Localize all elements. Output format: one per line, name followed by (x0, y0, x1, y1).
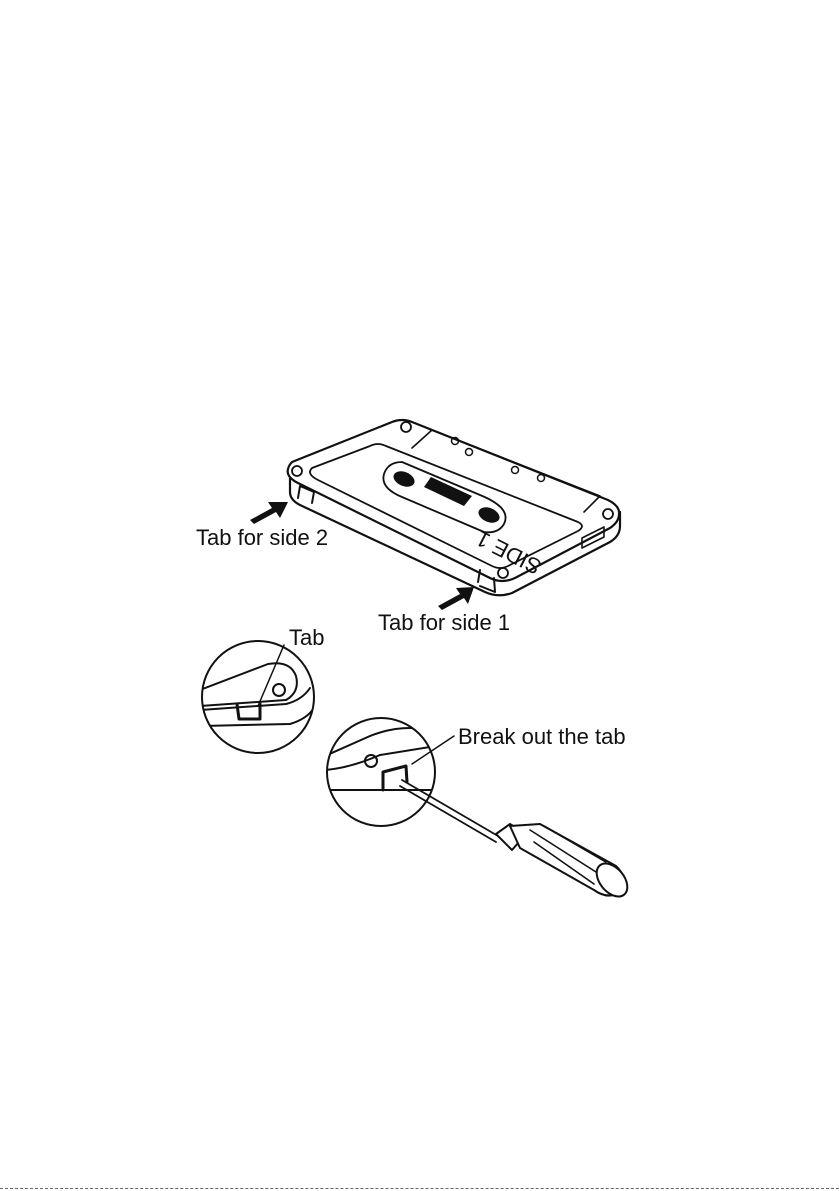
zoom-circle-break (325, 718, 454, 826)
tab-side-2-label: Tab for side 2 (196, 525, 328, 550)
tab-side-1-label: Tab for side 1 (378, 610, 510, 635)
arrow-icon (438, 587, 474, 610)
arrow-icon (250, 502, 288, 524)
zoom-circle-tab (200, 641, 316, 753)
screwdriver-icon (400, 780, 633, 902)
page-bottom-rule (0, 1188, 839, 1189)
tab-label: Tab (289, 625, 324, 650)
cassette-illustration: SIDE 1 (288, 420, 620, 595)
break-out-label: Break out the tab (458, 724, 626, 749)
